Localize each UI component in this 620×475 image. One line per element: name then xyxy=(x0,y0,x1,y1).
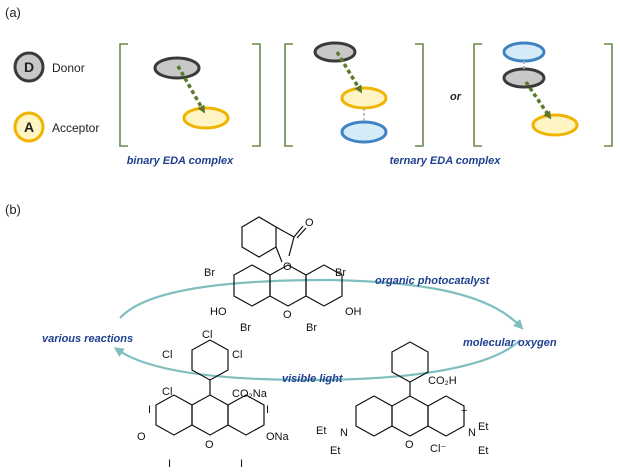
rb-cl-2: Cl xyxy=(162,349,172,361)
cycle-upper-arc xyxy=(119,278,524,330)
rb-tetrachloro-ring xyxy=(191,339,229,381)
binary-caption: binary EDA complex xyxy=(127,155,234,167)
acceptor-legend-letter: A xyxy=(24,119,34,135)
or-text: or xyxy=(450,91,462,103)
rb-i-3: I xyxy=(168,458,171,470)
rh-left-ring xyxy=(355,395,393,437)
donor-legend-circle xyxy=(13,51,45,83)
eosin-bond xyxy=(275,226,295,238)
eosin-ho: HO xyxy=(210,306,227,318)
ternary1-acceptor xyxy=(340,86,388,110)
rh-right-ring xyxy=(427,395,465,437)
ternary-complex-1 xyxy=(284,41,424,147)
rb-o-ring: O xyxy=(205,439,214,451)
rh-n-2: N xyxy=(468,427,476,439)
rb-right-ring xyxy=(227,394,265,436)
ternary1-right-bracket xyxy=(415,43,424,147)
rb-cl-3: Cl xyxy=(232,349,242,361)
cycle-lower-arc xyxy=(113,339,521,382)
rh-center-ring xyxy=(391,395,429,437)
rh-co2h: CO₂H xyxy=(428,375,457,387)
rb-ona: ONa xyxy=(266,431,290,443)
rh-et-3: Et xyxy=(478,421,488,433)
ternary2-acceptor xyxy=(531,113,579,137)
ternary2-third-component xyxy=(502,41,546,63)
ternary-caption: ternary EDA complex xyxy=(390,155,502,167)
eosin-bond xyxy=(296,227,307,239)
legend-acceptor: A Acceptor xyxy=(13,111,99,143)
eosin-structure: O O O Br Br HO OH Br Br xyxy=(204,216,362,334)
ternary1-left-bracket xyxy=(284,43,293,147)
ternary-complex-2 xyxy=(473,41,613,147)
eosin-bond xyxy=(293,225,304,238)
rb-i-4: I xyxy=(240,458,243,470)
rh-et-4: Et xyxy=(478,445,488,457)
label-visible-light: visible light xyxy=(282,373,344,385)
eosin-left-ring xyxy=(233,264,271,307)
binary-right-bracket xyxy=(252,43,261,147)
acceptor-legend-label: Acceptor xyxy=(52,121,99,135)
panel-a-label: (a) xyxy=(5,5,21,20)
binary-donor xyxy=(153,56,201,80)
rh-n-1: N xyxy=(340,427,348,439)
binary-complex: binary EDA complex xyxy=(119,43,261,167)
eosin-o-lactone: O xyxy=(283,261,292,273)
ternary1-third-component xyxy=(340,120,388,144)
rose-bengal-structure: Cl Cl Cl Cl CO₂Na I I O O ONa I I xyxy=(137,329,290,470)
ternary2-donor xyxy=(502,67,546,89)
eosin-bond xyxy=(275,246,283,263)
rh-plus: + xyxy=(461,405,467,417)
eosin-o-carbonyl: O xyxy=(305,217,314,229)
label-various-reactions: various reactions xyxy=(42,333,133,345)
binary-transfer-arrow xyxy=(176,65,205,114)
binary-left-bracket xyxy=(119,43,128,147)
rh-o-ring: O xyxy=(405,439,414,451)
rh-et-2: Et xyxy=(330,445,340,457)
rh-et-1: Et xyxy=(316,425,326,437)
cycle-arrows xyxy=(113,278,524,382)
rb-i-1: I xyxy=(148,404,151,416)
eosin-oh: OH xyxy=(345,306,362,318)
ternary2-right-bracket xyxy=(604,43,613,147)
rb-center-ring xyxy=(191,394,229,436)
eosin-right-ring xyxy=(305,264,343,307)
rb-left-ring xyxy=(155,394,193,436)
eosin-br-4: Br xyxy=(306,322,317,334)
rb-cl-1: Cl xyxy=(202,329,212,341)
eosin-br-1: Br xyxy=(204,267,215,279)
rb-i-2: I xyxy=(266,404,269,416)
label-molecular-oxygen: molecular oxygen xyxy=(463,337,557,349)
rb-co2na: CO₂Na xyxy=(232,388,268,400)
eosin-bond xyxy=(288,236,295,257)
donor-legend-letter: D xyxy=(24,59,34,75)
rb-cl-4: Cl xyxy=(162,386,172,398)
binary-acceptor xyxy=(182,106,230,130)
rh-chloride: Cl⁻ xyxy=(430,443,446,455)
ternary1-transfer-arrow xyxy=(335,51,363,94)
eosin-br-3: Br xyxy=(240,322,251,334)
ternary2-left-bracket xyxy=(473,43,482,147)
rb-o-keto: O xyxy=(137,431,146,443)
eosin-o-ring: O xyxy=(283,309,292,321)
eosin-br-2: Br xyxy=(335,267,346,279)
donor-legend-label: Donor xyxy=(52,61,85,75)
rhodamine-structure: CO₂H O Et N Et + N Et Et Cl⁻ xyxy=(316,341,488,457)
legend-donor: D Donor xyxy=(13,51,85,83)
rh-benzoic-ring xyxy=(391,341,429,383)
eosin-benzo-ring xyxy=(241,216,277,258)
panel-b-label: (b) xyxy=(5,202,21,217)
label-organic-photocatalyst: organic photocatalyst xyxy=(375,275,491,287)
ternary1-donor xyxy=(313,41,357,63)
acceptor-legend-circle xyxy=(13,111,45,143)
